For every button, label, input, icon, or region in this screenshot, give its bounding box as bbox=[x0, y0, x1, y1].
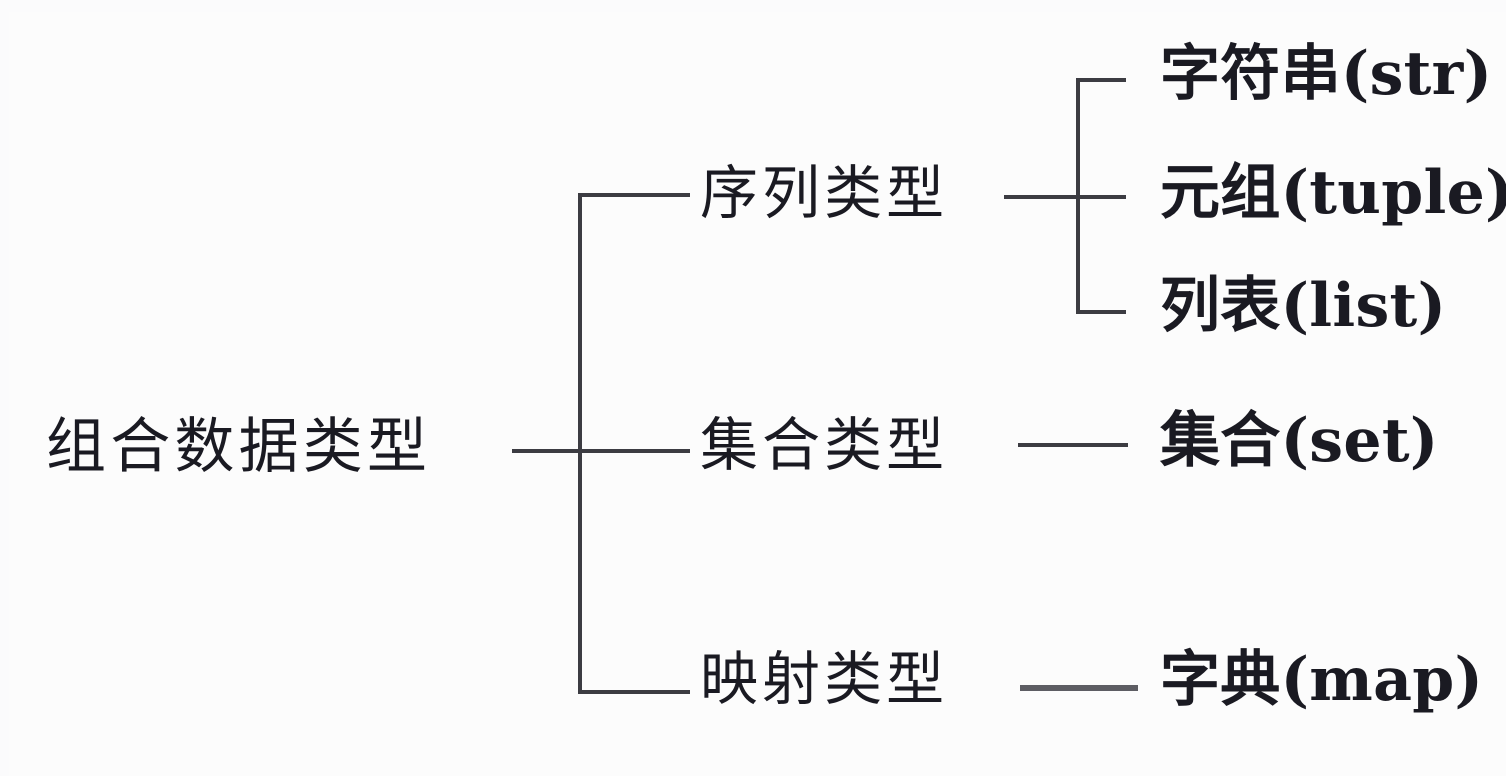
connector-sequence-to-tuple bbox=[1076, 195, 1126, 199]
node-branch-sequence-type: 序列类型 bbox=[700, 159, 949, 227]
node-leaf-tuple: 元组(tuple) bbox=[1160, 158, 1506, 228]
connector-sequence-stem bbox=[1004, 195, 1122, 199]
node-leaf-list: 列表(list) bbox=[1160, 271, 1447, 341]
node-root-composite-data-type: 组合数据类型 bbox=[46, 412, 432, 482]
connector-root-spine bbox=[578, 193, 582, 694]
connector-set-to-set-leaf bbox=[1018, 443, 1128, 447]
connector-sequence-to-list bbox=[1076, 310, 1126, 314]
node-branch-mapping-type: 映射类型 bbox=[700, 645, 949, 713]
scan-edge-left bbox=[0, 0, 9, 776]
scan-edge-top bbox=[0, 0, 1506, 12]
connector-root-to-mapping bbox=[578, 690, 690, 694]
connector-root-to-set bbox=[578, 449, 690, 453]
node-branch-set-type: 集合类型 bbox=[700, 411, 949, 479]
node-leaf-dictionary-map: 字典(map) bbox=[1160, 645, 1484, 715]
connector-mapping-to-map-leaf bbox=[1020, 685, 1138, 691]
node-leaf-string-str: 字符串(str) bbox=[1160, 39, 1493, 109]
connector-sequence-to-str bbox=[1076, 78, 1126, 82]
connector-root-to-sequence bbox=[578, 193, 690, 197]
node-leaf-set: 集合(set) bbox=[1160, 406, 1439, 476]
